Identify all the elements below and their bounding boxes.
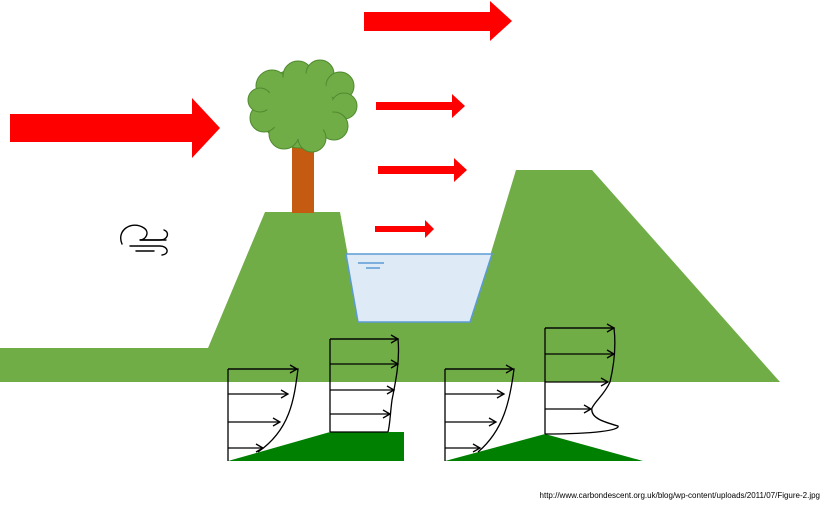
- wind-arrow-small-2: [378, 158, 467, 182]
- wind-arrow-upper: [364, 1, 512, 41]
- wind-arrow-small-3: [375, 220, 434, 238]
- pond: [345, 253, 494, 323]
- wind-arrow-incoming: [10, 98, 220, 158]
- wind-arrow-small-1: [376, 94, 465, 118]
- wind-profile-4: [544, 323, 619, 435]
- profile-3-ground: [445, 434, 643, 461]
- terrain: [0, 170, 780, 382]
- tree-trunk: [292, 135, 314, 213]
- wind-profile-3: [444, 364, 643, 461]
- tree-canopy: [247, 59, 358, 153]
- wind-arrows: [10, 1, 512, 238]
- left-embankment: [0, 170, 780, 382]
- wind-profile-1: [227, 364, 404, 461]
- profile-1-ground: [228, 432, 404, 461]
- source-url[interactable]: http://www.carbondescent.org.uk/blog/wp-…: [539, 491, 820, 500]
- tree-icon: [247, 59, 358, 213]
- wind-profile-2: [329, 334, 400, 433]
- profile-1-lines: [227, 364, 299, 461]
- wind-icon: [120, 224, 169, 256]
